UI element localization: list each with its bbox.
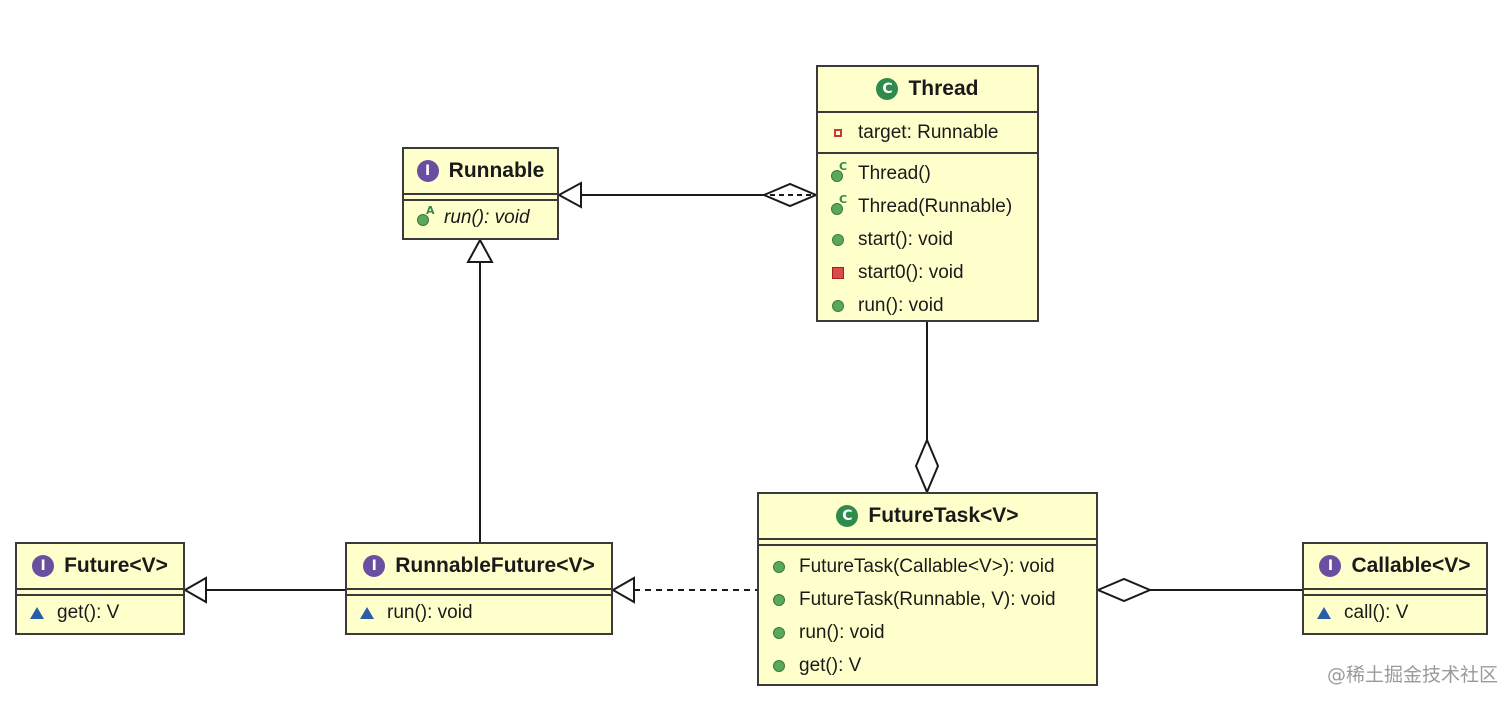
future-interface-box[interactable]: I Future<V> get(): V <box>15 542 185 635</box>
private-field-icon <box>830 125 846 141</box>
runnablefuture-interface-box[interactable]: I RunnableFuture<V> run(): void <box>345 542 613 635</box>
constructor-icon <box>830 193 847 215</box>
runnablefuture-header: I RunnableFuture<V> <box>347 544 611 588</box>
thread-method-ctor-runnable: Thread(Runnable) <box>818 190 1037 223</box>
package-method-icon <box>29 605 45 621</box>
runnable-header: I Runnable <box>404 149 557 193</box>
thread-method-ctor: Thread() <box>818 157 1037 190</box>
future-method-get: get(): V <box>17 596 183 629</box>
future-header: I Future<V> <box>17 544 183 588</box>
futuretask-method-ctor-runnable: FutureTask(Runnable, V): void <box>759 583 1096 616</box>
runnable-methods: run(): void <box>404 201 557 237</box>
interface-icon: I <box>32 555 55 577</box>
thread-method-start0: start0(): void <box>818 256 1037 289</box>
interface-icon: I <box>1319 555 1342 577</box>
runnable-generalization-arrow <box>556 181 582 209</box>
public-method-icon <box>771 625 787 641</box>
thread-class-box[interactable]: C Thread target: Runnable Thread() Threa… <box>816 65 1039 322</box>
thread-header: C Thread <box>818 67 1037 111</box>
future-interface-name: Future<V> <box>64 554 168 577</box>
futuretask-method-ctor-callable: FutureTask(Callable<V>): void <box>759 550 1096 583</box>
callable-aggregation-diamond <box>1095 577 1153 603</box>
package-method-icon <box>1316 605 1332 621</box>
class-icon: C <box>836 505 859 527</box>
watermark: @稀土掘金技术社区 <box>1326 664 1498 686</box>
runnablefuture-method-run: run(): void <box>347 596 611 629</box>
interface-icon: I <box>363 555 386 577</box>
runnable-method-run: run(): void <box>404 201 557 234</box>
futuretask-header: C FutureTask<V> <box>759 494 1096 538</box>
future-extends-arrow <box>182 576 207 604</box>
futuretask-class-name: FutureTask<V> <box>868 504 1019 527</box>
callable-interface-box[interactable]: I Callable<V> call(): V <box>1302 542 1488 635</box>
runnablefuture-interface-name: RunnableFuture<V> <box>395 554 595 577</box>
private-method-icon <box>830 265 846 281</box>
futuretask-method-run: run(): void <box>759 616 1096 649</box>
runnablefuture-methods: run(): void <box>347 596 611 632</box>
thread-method-start: start(): void <box>818 223 1037 256</box>
thread-field-target: target: Runnable <box>818 116 1037 149</box>
public-method-icon <box>771 658 787 674</box>
public-method-icon <box>830 232 846 248</box>
futuretask-class-box[interactable]: C FutureTask<V> FutureTask(Callable<V>):… <box>757 492 1098 686</box>
interface-icon: I <box>416 160 439 182</box>
callable-header: I Callable<V> <box>1304 544 1486 588</box>
class-icon: C <box>876 78 899 100</box>
thread-class-name: Thread <box>908 77 979 100</box>
callable-method-call: call(): V <box>1304 596 1486 629</box>
runnable-interface-box[interactable]: I Runnable run(): void <box>402 147 559 240</box>
futuretask-method-get: get(): V <box>759 649 1096 682</box>
callable-methods: call(): V <box>1304 596 1486 632</box>
public-method-icon <box>771 559 787 575</box>
callable-interface-name: Callable<V> <box>1351 554 1471 577</box>
futuretask-methods: FutureTask(Callable<V>): void FutureTask… <box>759 546 1096 685</box>
abstract-method-icon <box>416 204 435 226</box>
thread-fields: target: Runnable <box>818 113 1037 152</box>
runnablefuture-extends-arrow <box>466 237 494 263</box>
thread-method-run: run(): void <box>818 289 1037 322</box>
futuretask-aggregation-diamond <box>914 437 940 495</box>
package-method-icon <box>359 605 375 621</box>
future-methods: get(): V <box>17 596 183 632</box>
thread-methods: Thread() Thread(Runnable) start(): void … <box>818 154 1037 325</box>
public-method-icon <box>771 592 787 608</box>
runnable-interface-name: Runnable <box>448 159 545 182</box>
runnablefuture-realization-arrow <box>610 576 635 604</box>
constructor-icon <box>830 160 847 182</box>
public-method-icon <box>830 298 846 314</box>
